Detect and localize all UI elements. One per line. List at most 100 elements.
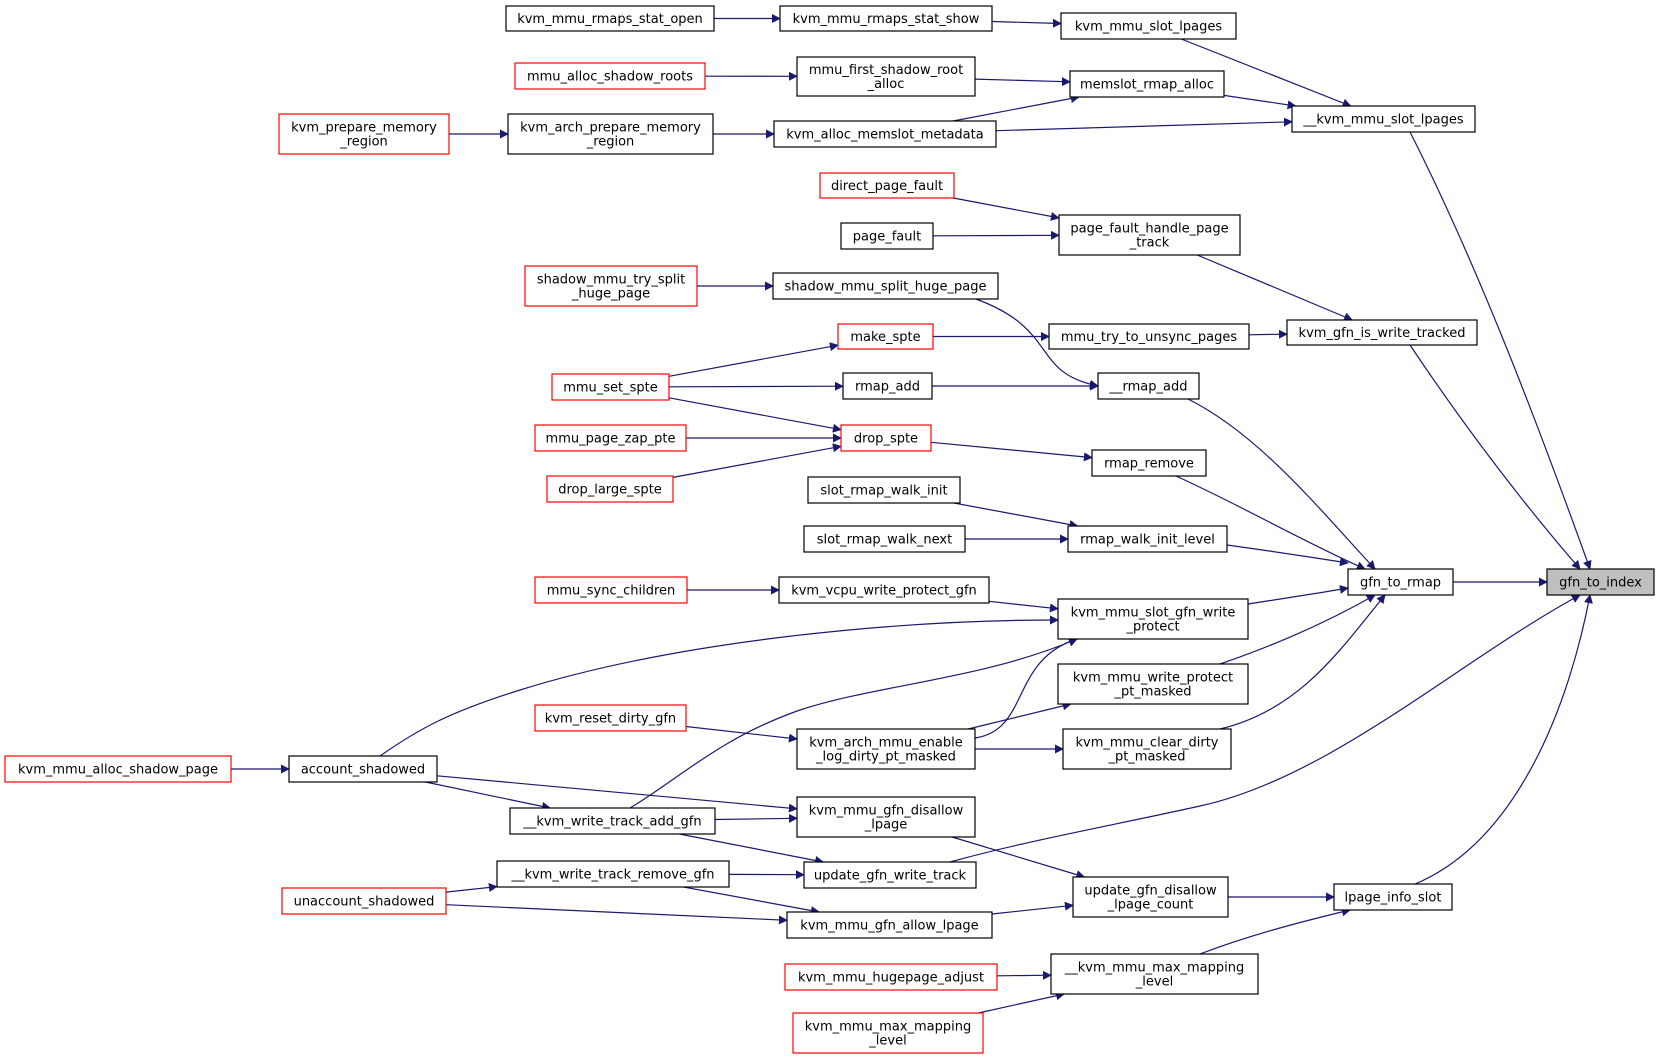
node-update_gfn_disallow_lpage_count[interactable]: update_gfn_disallow_lpage_count: [1072, 876, 1229, 918]
node-kvm_mmu_slot_gfn_write_protect[interactable]: kvm_mmu_slot_gfn_write_protect: [1057, 598, 1249, 640]
node-direct_page_fault[interactable]: direct_page_fault: [819, 172, 955, 199]
node-rmap_walk_init_level[interactable]: rmap_walk_init_level: [1067, 525, 1228, 553]
node-kvm_alloc_memslot_metadata[interactable]: kvm_alloc_memslot_metadata: [773, 120, 997, 148]
node-box[interactable]: [1067, 525, 1228, 553]
node-box[interactable]: [1058, 214, 1241, 256]
node-box[interactable]: [1347, 568, 1454, 596]
node-mmu_first_shadow_root_alloc[interactable]: mmu_first_shadow_root_alloc: [796, 56, 976, 97]
node-box[interactable]: [496, 860, 730, 888]
node-drop_large_spte[interactable]: drop_large_spte: [546, 475, 674, 503]
node-kvm_mmu_hugepage_adjust[interactable]: kvm_mmu_hugepage_adjust: [784, 963, 998, 991]
node-box[interactable]: [807, 476, 961, 504]
node-mmu_set_spte[interactable]: mmu_set_spte: [551, 373, 670, 401]
node-slot_rmap_walk_next[interactable]: slot_rmap_walk_next: [803, 525, 966, 553]
node-drop_spte[interactable]: drop_spte: [840, 424, 932, 452]
node-box[interactable]: [1057, 598, 1249, 640]
node-kvm_gfn_is_write_tracked[interactable]: kvm_gfn_is_write_tracked: [1286, 319, 1478, 346]
node-box[interactable]: [1546, 568, 1655, 596]
node-memslot_rmap_alloc[interactable]: memslot_rmap_alloc: [1069, 70, 1225, 98]
node-kvm_write_track_remove_gfn_u[interactable]: __kvm_write_track_remove_gfn: [496, 860, 730, 888]
node-box[interactable]: [507, 113, 714, 155]
node-box[interactable]: [534, 576, 688, 604]
node-rmap_add_u[interactable]: __rmap_add: [1097, 372, 1200, 400]
node-box[interactable]: [796, 796, 976, 838]
node-box[interactable]: [842, 372, 933, 400]
node-box[interactable]: [278, 113, 450, 155]
node-lpage_info_slot[interactable]: lpage_info_slot: [1333, 883, 1453, 911]
node-rmap_remove[interactable]: rmap_remove: [1091, 449, 1207, 477]
node-kvm_mmu_gfn_disallow_lpage[interactable]: kvm_mmu_gfn_disallow_lpage: [796, 796, 976, 838]
node-box[interactable]: [778, 576, 990, 604]
node-shadow_mmu_try_split_huge_page[interactable]: shadow_mmu_try_split_huge_page: [524, 265, 698, 307]
node-box[interactable]: [784, 963, 998, 991]
node-box[interactable]: [281, 887, 447, 915]
node-box[interactable]: [773, 120, 997, 148]
node-box[interactable]: [796, 56, 976, 97]
node-slot_rmap_walk_init[interactable]: slot_rmap_walk_init: [807, 476, 961, 504]
node-box[interactable]: [840, 424, 932, 452]
node-box[interactable]: [534, 704, 687, 732]
node-box[interactable]: [524, 265, 698, 307]
node-box[interactable]: [514, 62, 706, 90]
node-box[interactable]: [837, 323, 934, 350]
node-kvm_mmu_write_protect_pt_masked[interactable]: kvm_mmu_write_protect_pt_masked: [1057, 663, 1249, 705]
node-kvm_mmu_clear_dirty_pt_masked[interactable]: kvm_mmu_clear_dirty_pt_masked: [1062, 728, 1232, 770]
node-kvm_arch_mmu_enable_log_dirty_pt_masked[interactable]: kvm_arch_mmu_enable_log_dirty_pt_masked: [796, 728, 976, 770]
node-box[interactable]: [1091, 449, 1207, 477]
node-box[interactable]: [1057, 663, 1249, 705]
node-page_fault[interactable]: page_fault: [840, 222, 934, 250]
node-box[interactable]: [803, 525, 966, 553]
node-box[interactable]: [509, 807, 716, 835]
node-box[interactable]: [1286, 319, 1478, 346]
node-box[interactable]: [1291, 105, 1476, 133]
node-kvm_mmu_rmaps_stat_show[interactable]: kvm_mmu_rmaps_stat_show: [779, 5, 993, 32]
node-box[interactable]: [505, 5, 715, 32]
node-mmu_try_to_unsync_pages[interactable]: mmu_try_to_unsync_pages: [1048, 323, 1250, 350]
node-box[interactable]: [803, 861, 977, 889]
node-box[interactable]: [1062, 728, 1232, 770]
node-box[interactable]: [551, 373, 670, 401]
node-box[interactable]: [1048, 323, 1250, 350]
node-kvm_mmu_rmaps_stat_open[interactable]: kvm_mmu_rmaps_stat_open: [505, 5, 715, 32]
node-update_gfn_write_track[interactable]: update_gfn_write_track: [803, 861, 977, 889]
node-make_spte[interactable]: make_spte: [837, 323, 934, 350]
node-mmu_sync_children[interactable]: mmu_sync_children: [534, 576, 688, 604]
node-unaccount_shadowed[interactable]: unaccount_shadowed: [281, 887, 447, 915]
node-kvm_prepare_memory_region[interactable]: kvm_prepare_memory_region: [278, 113, 450, 155]
node-box[interactable]: [534, 424, 687, 452]
node-box[interactable]: [779, 5, 993, 32]
node-box[interactable]: [4, 755, 232, 783]
node-box[interactable]: [288, 755, 438, 783]
node-kvm_write_track_add_gfn_u[interactable]: __kvm_write_track_add_gfn: [509, 807, 716, 835]
node-box[interactable]: [819, 172, 955, 199]
node-box[interactable]: [772, 272, 999, 300]
node-kvm_mmu_max_mapping_level[interactable]: kvm_mmu_max_mapping_level: [792, 1012, 984, 1054]
node-kvm_mmu_alloc_shadow_page[interactable]: kvm_mmu_alloc_shadow_page: [4, 755, 232, 783]
node-box[interactable]: [1333, 883, 1453, 911]
node-box[interactable]: [840, 222, 934, 250]
node-gfn_to_index[interactable]: gfn_to_index: [1546, 568, 1655, 596]
node-box[interactable]: [796, 728, 976, 770]
node-box[interactable]: [1050, 953, 1259, 995]
node-kvm_reset_dirty_gfn[interactable]: kvm_reset_dirty_gfn: [534, 704, 687, 732]
node-mmu_page_zap_pte[interactable]: mmu_page_zap_pte: [534, 424, 687, 452]
node-kvm_mmu_slot_lpages[interactable]: kvm_mmu_slot_lpages: [1060, 12, 1237, 40]
node-kvm_mmu_slot_lpages_u[interactable]: __kvm_mmu_slot_lpages: [1291, 105, 1476, 133]
node-box[interactable]: [546, 475, 674, 503]
node-kvm_mmu_max_mapping_level_u[interactable]: __kvm_mmu_max_mapping_level: [1050, 953, 1259, 995]
node-kvm_mmu_gfn_allow_lpage[interactable]: kvm_mmu_gfn_allow_lpage: [786, 911, 993, 939]
node-box[interactable]: [1069, 70, 1225, 98]
node-box[interactable]: [1060, 12, 1237, 40]
node-kvm_arch_prepare_memory_region[interactable]: kvm_arch_prepare_memory_region: [507, 113, 714, 155]
node-mmu_alloc_shadow_roots[interactable]: mmu_alloc_shadow_roots: [514, 62, 706, 90]
node-shadow_mmu_split_huge_page[interactable]: shadow_mmu_split_huge_page: [772, 272, 999, 300]
node-kvm_vcpu_write_protect_gfn[interactable]: kvm_vcpu_write_protect_gfn: [778, 576, 990, 604]
node-box[interactable]: [792, 1012, 984, 1054]
node-gfn_to_rmap[interactable]: gfn_to_rmap: [1347, 568, 1454, 596]
node-box[interactable]: [786, 911, 993, 939]
node-rmap_add[interactable]: rmap_add: [842, 372, 933, 400]
node-page_fault_handle_page_track[interactable]: page_fault_handle_page_track: [1058, 214, 1241, 256]
node-account_shadowed[interactable]: account_shadowed: [288, 755, 438, 783]
node-box[interactable]: [1072, 876, 1229, 918]
node-box[interactable]: [1097, 372, 1200, 400]
